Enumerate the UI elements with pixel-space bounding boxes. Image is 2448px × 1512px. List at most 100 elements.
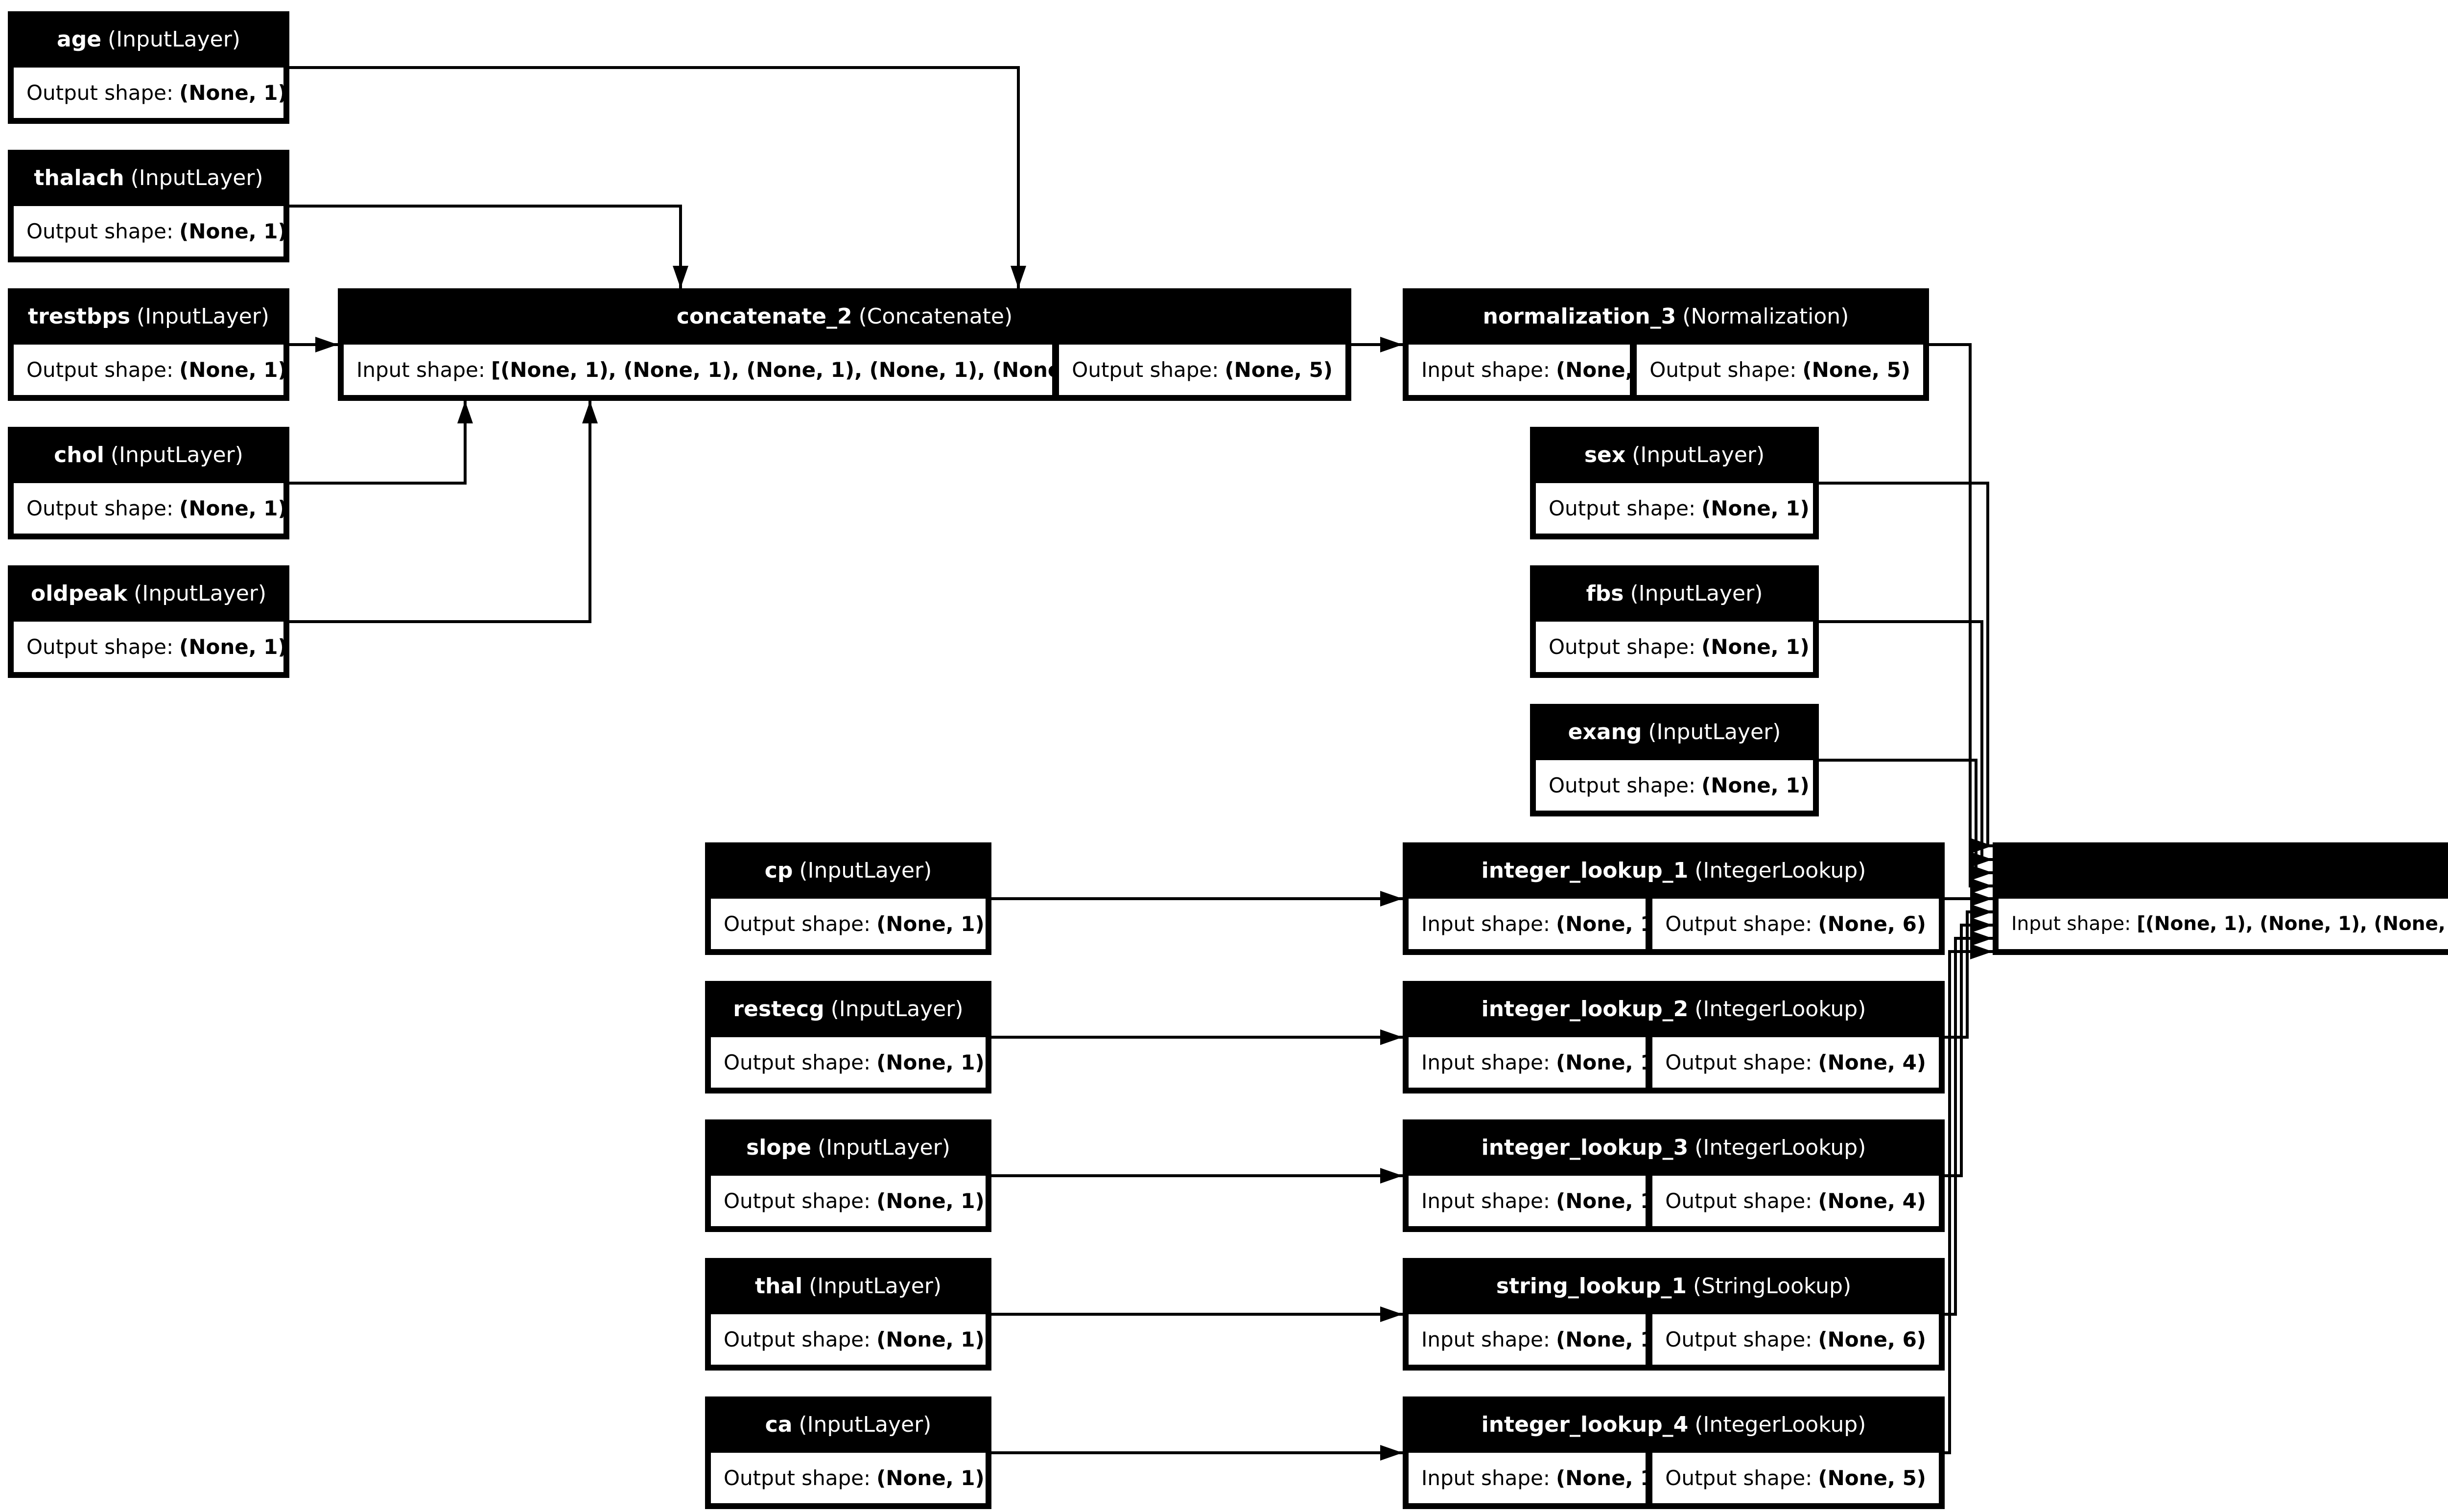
input-shape-cell: Input shape:[(None, 1), (None, 1), (None… bbox=[1999, 899, 2448, 949]
shape-value: (None, 4) bbox=[1818, 1189, 1926, 1213]
output-shape-cell: Output shape:(None, 5) bbox=[1059, 345, 1345, 395]
edge-cp-to-integer_lookup_1 bbox=[990, 897, 1404, 900]
layer-name: trestbps bbox=[28, 304, 131, 329]
shape-value: (None, 1) bbox=[179, 635, 283, 659]
layer-name: age bbox=[57, 27, 102, 52]
layer-name: integer_lookup_3 bbox=[1481, 1135, 1689, 1160]
layer-class: (InputLayer) bbox=[134, 581, 267, 606]
layer-name: chol bbox=[54, 442, 104, 467]
edge-integer_lookup_3-to-concatenate_3 bbox=[1960, 924, 1963, 1177]
layer-shape-row: Output shape:(None, 1) bbox=[711, 1037, 986, 1088]
input-shape-cell: Input shape:(None, 1) bbox=[1409, 1314, 1646, 1365]
input-shape-cell: Input shape:(None, 5) bbox=[1409, 345, 1630, 395]
edge-ca-to-integer_lookup_4 bbox=[990, 1451, 1404, 1454]
layer-class: (IntegerLookup) bbox=[1695, 1135, 1866, 1160]
shape-value: (None, 1) bbox=[1701, 635, 1810, 659]
layer-title: integer_lookup_4(IntegerLookup) bbox=[1403, 1396, 1945, 1453]
layer-name: integer_lookup_1 bbox=[1481, 858, 1689, 883]
layer-shape-row: Input shape:[(None, 1), (None, 1), (None… bbox=[344, 345, 1345, 395]
output-shape-cell: Output shape:(None, 1) bbox=[711, 899, 986, 949]
layer-shape-row: Input shape:(None, 1)Output shape:(None,… bbox=[1409, 1037, 1939, 1088]
edge-slope-to-integer_lookup_3 bbox=[990, 1174, 1404, 1177]
edge-age-to-concatenate_2 bbox=[1017, 66, 1020, 290]
arrowhead-icon bbox=[1970, 944, 1993, 959]
output-shape-cell: Output shape:(None, 5) bbox=[1637, 345, 1923, 395]
layer-title: thal(InputLayer) bbox=[705, 1258, 991, 1314]
edge-fbs-to-concatenate_3 bbox=[1817, 620, 1983, 623]
layer-node-integer_lookup_4: integer_lookup_4(IntegerLookup)Input sha… bbox=[1403, 1396, 1945, 1509]
shape-value: (None, 4) bbox=[1818, 1050, 1926, 1074]
shape-value: (None, 1) bbox=[179, 496, 283, 520]
arrowhead-icon bbox=[315, 337, 338, 352]
layer-name: slope bbox=[746, 1135, 811, 1160]
shape-label: Output shape: bbox=[724, 1466, 871, 1490]
output-shape-cell: Output shape:(None, 1) bbox=[14, 345, 283, 395]
edge-thalach-to-concatenate_2 bbox=[288, 205, 682, 208]
layer-title: sex(InputLayer) bbox=[1530, 427, 1819, 483]
edge-string_lookup_1-to-concatenate_3 bbox=[1954, 937, 1957, 1316]
arrowhead-icon bbox=[1380, 1306, 1403, 1322]
edge-exang-to-concatenate_3 bbox=[1817, 759, 1977, 762]
layer-shape-row: Output shape:(None, 1) bbox=[1536, 622, 1813, 672]
layer-name: integer_lookup_4 bbox=[1481, 1412, 1689, 1437]
output-shape-cell: Output shape:(None, 5) bbox=[1652, 1453, 1939, 1503]
shape-value: (None, 1) bbox=[1556, 1050, 1646, 1074]
layer-name: oldpeak bbox=[30, 581, 128, 606]
edge-chol-to-concatenate_2 bbox=[288, 482, 467, 485]
input-shape-cell: Input shape:[(None, 1), (None, 1), (None… bbox=[344, 345, 1053, 395]
output-shape-cell: Output shape:(None, 1) bbox=[14, 206, 283, 256]
shape-label: Output shape: bbox=[1549, 635, 1696, 659]
shape-label: Output shape: bbox=[26, 81, 174, 105]
input-shape-cell: Input shape:(None, 1) bbox=[1409, 1453, 1646, 1503]
layer-shape-row: Output shape:(None, 1) bbox=[14, 206, 283, 256]
layer-class: (Concatenate) bbox=[858, 304, 1013, 329]
output-shape-cell: Output shape:(None, 1) bbox=[711, 1453, 986, 1503]
layer-title: concatenate_2(Concatenate) bbox=[338, 288, 1351, 345]
shape-label: Input shape: bbox=[1421, 912, 1550, 936]
layer-shape-row: Input shape:[(None, 1), (None, 1), (None… bbox=[1999, 899, 2448, 949]
layer-node-concatenate_3: concatenate_3(Concatenate)Input shape:[(… bbox=[1993, 842, 2448, 955]
layer-name: string_lookup_1 bbox=[1496, 1274, 1687, 1299]
layer-node-integer_lookup_1: integer_lookup_1(IntegerLookup)Input sha… bbox=[1403, 842, 1945, 955]
shape-label: Output shape: bbox=[1665, 912, 1812, 936]
shape-value: (None, 1) bbox=[876, 1189, 985, 1213]
edge-oldpeak-to-concatenate_2 bbox=[288, 620, 591, 623]
layer-shape-row: Output shape:(None, 1) bbox=[711, 899, 986, 949]
arrowhead-icon bbox=[1970, 852, 1993, 867]
arrowhead-icon bbox=[673, 266, 688, 288]
layer-title: integer_lookup_3(IntegerLookup) bbox=[1403, 1119, 1945, 1176]
shape-value: (None, 1) bbox=[876, 1327, 985, 1351]
layer-node-integer_lookup_2: integer_lookup_2(IntegerLookup)Input sha… bbox=[1403, 981, 1945, 1093]
layer-node-restecg: restecg(InputLayer)Output shape:(None, 1… bbox=[705, 981, 991, 1093]
layer-shape-row: Input shape:(None, 5)Output shape:(None,… bbox=[1409, 345, 1923, 395]
layer-shape-row: Output shape:(None, 1) bbox=[711, 1176, 986, 1226]
arrowhead-icon bbox=[1380, 1029, 1403, 1045]
layer-class: (InputLayer) bbox=[799, 858, 932, 883]
layer-class: (InputLayer) bbox=[830, 997, 964, 1022]
layer-class: (InputLayer) bbox=[799, 1412, 932, 1437]
layer-shape-row: Input shape:(None, 1)Output shape:(None,… bbox=[1409, 899, 1939, 949]
layer-node-ca: ca(InputLayer)Output shape:(None, 1) bbox=[705, 1396, 991, 1509]
layer-title: integer_lookup_1(IntegerLookup) bbox=[1403, 842, 1945, 899]
output-shape-cell: Output shape:(None, 1) bbox=[1536, 483, 1813, 534]
shape-label: Input shape: bbox=[1421, 358, 1550, 382]
arrowhead-icon bbox=[1970, 865, 1993, 881]
layer-name: exang bbox=[1568, 720, 1642, 744]
layer-class: (InputLayer) bbox=[110, 442, 243, 467]
shape-label: Output shape: bbox=[1649, 358, 1797, 382]
shape-label: Output shape: bbox=[26, 219, 174, 243]
layer-class: (IntegerLookup) bbox=[1695, 858, 1866, 883]
layer-shape-row: Output shape:(None, 1) bbox=[1536, 760, 1813, 811]
layer-title: concatenate_3(Concatenate) bbox=[1993, 842, 2448, 899]
layer-name: cp bbox=[764, 858, 793, 883]
edge-normalization_3-to-concatenate_3 bbox=[1928, 343, 1972, 346]
layer-shape-row: Output shape:(None, 1) bbox=[14, 622, 283, 672]
arrowhead-icon bbox=[1970, 917, 1993, 933]
layer-class: (InputLayer) bbox=[1630, 581, 1763, 606]
layer-class: (IntegerLookup) bbox=[1695, 1412, 1866, 1437]
edge-trestbps-to-concatenate_2 bbox=[288, 343, 339, 346]
arrowhead-icon bbox=[1970, 930, 1993, 946]
layer-class: (InputLayer) bbox=[1648, 720, 1781, 744]
layer-name: thal bbox=[754, 1274, 803, 1299]
